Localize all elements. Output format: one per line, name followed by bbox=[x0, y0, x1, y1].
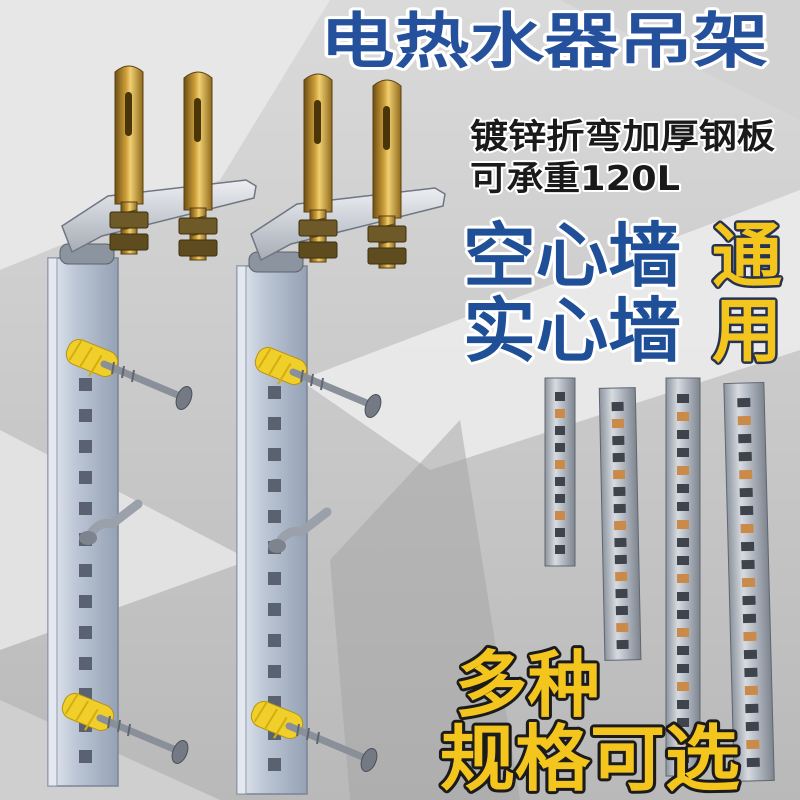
slot-hole bbox=[738, 451, 752, 462]
slot-hole bbox=[677, 394, 689, 403]
feature-capacity: 可承重120L bbox=[470, 159, 680, 199]
slot-hole bbox=[555, 528, 565, 537]
slot-hole bbox=[677, 718, 689, 727]
slot-hole bbox=[555, 477, 565, 486]
slot-hole bbox=[616, 622, 629, 633]
slot-hole bbox=[555, 545, 565, 554]
slot-hole bbox=[677, 592, 689, 601]
slot-hole bbox=[612, 452, 625, 463]
slot-hole bbox=[677, 484, 689, 493]
slot-hole bbox=[745, 703, 759, 714]
slot-hole bbox=[677, 520, 689, 529]
slot-hole bbox=[614, 520, 627, 531]
slot-hole bbox=[742, 613, 757, 624]
slot-hole bbox=[555, 426, 565, 435]
slot-hole bbox=[677, 448, 689, 457]
slot-hole bbox=[677, 682, 689, 691]
slot-hole bbox=[737, 397, 751, 408]
slot-hole bbox=[677, 664, 689, 673]
slot-hole bbox=[555, 392, 565, 401]
slot-hole bbox=[741, 559, 755, 570]
slot-hole bbox=[746, 739, 760, 750]
slot-hole bbox=[677, 646, 689, 655]
slot-hole bbox=[745, 721, 759, 732]
wall-type-hollow: 空心墙 bbox=[463, 215, 681, 297]
spec-strips bbox=[544, 377, 775, 782]
options-line-2: 规格可选 bbox=[440, 717, 740, 800]
slot-hole bbox=[738, 433, 752, 444]
universal-label-bottom: 用 bbox=[712, 290, 782, 372]
slot-hole bbox=[677, 736, 689, 745]
strip-body bbox=[544, 377, 576, 567]
slot-hole bbox=[740, 523, 754, 534]
slot-hole bbox=[614, 554, 627, 565]
slot-hole bbox=[677, 628, 689, 637]
spec-strip-extra-long bbox=[723, 382, 775, 782]
background-panel bbox=[300, 190, 800, 470]
slot-hole bbox=[555, 460, 565, 469]
background-shadow bbox=[330, 420, 520, 800]
slot-hole bbox=[741, 577, 756, 588]
slot-hole bbox=[555, 443, 565, 452]
slot-hole bbox=[741, 541, 755, 552]
feature-material: 镀锌折弯加厚钢板 bbox=[470, 117, 775, 157]
slot-hole bbox=[612, 435, 625, 446]
slot-hole bbox=[611, 401, 624, 412]
slot-hole bbox=[615, 605, 628, 616]
spec-strip-long bbox=[665, 377, 701, 777]
background-panel bbox=[0, 0, 330, 270]
slot-hole bbox=[613, 503, 626, 514]
slot-hole bbox=[677, 574, 689, 583]
slot-hole bbox=[740, 505, 754, 516]
product-title: 电热水器吊架 bbox=[320, 7, 768, 77]
slot-hole bbox=[746, 757, 760, 768]
slot-hole bbox=[615, 571, 628, 582]
slot-hole bbox=[555, 494, 565, 503]
slot-hole bbox=[744, 667, 758, 678]
slot-hole bbox=[613, 486, 626, 497]
slot-hole bbox=[742, 595, 756, 606]
slot-hole bbox=[739, 487, 753, 498]
slot-hole bbox=[743, 649, 758, 660]
slot-hole bbox=[677, 430, 689, 439]
slot-hole bbox=[677, 556, 689, 565]
slot-hole bbox=[677, 610, 689, 619]
slot-hole bbox=[555, 511, 565, 520]
slot-hole bbox=[611, 418, 625, 429]
slot-hole bbox=[677, 754, 689, 763]
slot-hole bbox=[612, 469, 626, 480]
spec-strip-medium bbox=[598, 387, 642, 661]
slot-hole bbox=[677, 412, 689, 421]
universal-label-top: 通 bbox=[712, 215, 782, 297]
slot-hole bbox=[744, 685, 759, 696]
slot-hole bbox=[739, 469, 753, 480]
slot-hole bbox=[737, 415, 751, 426]
slot-hole bbox=[677, 502, 689, 511]
slot-hole bbox=[555, 409, 565, 418]
slot-hole bbox=[677, 538, 689, 547]
slot-hole bbox=[615, 588, 628, 599]
options-line-1: 多种 bbox=[455, 643, 600, 727]
slot-hole bbox=[677, 700, 689, 709]
background-panel bbox=[560, 0, 800, 120]
slot-hole bbox=[743, 631, 757, 642]
slot-hole bbox=[677, 466, 689, 475]
slot-hole bbox=[616, 639, 629, 650]
spec-strip-short bbox=[544, 377, 576, 567]
slot-hole bbox=[614, 537, 627, 548]
wall-type-solid: 实心墙 bbox=[463, 290, 681, 372]
